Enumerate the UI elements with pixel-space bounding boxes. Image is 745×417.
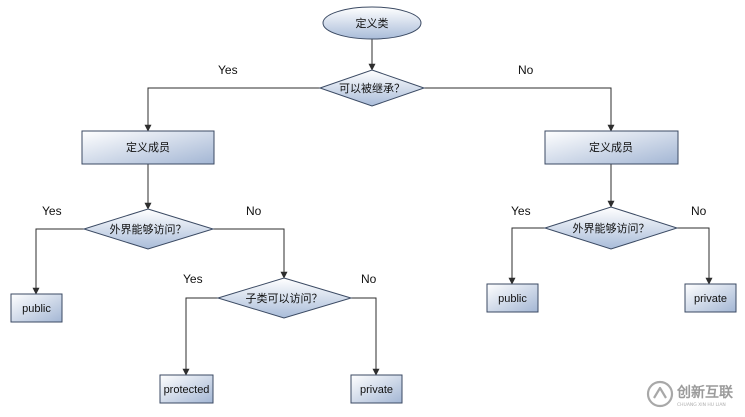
label-no-external-right: No bbox=[691, 204, 707, 218]
members-right-box bbox=[544, 130, 679, 165]
private-right-box bbox=[684, 283, 737, 313]
watermark-sub: CHUANG XIN HU LIAN bbox=[677, 402, 726, 408]
public-left-box bbox=[10, 293, 63, 323]
label-no-subclass: No bbox=[361, 272, 377, 286]
edge-external-left-yes bbox=[32, 228, 84, 295]
protected-box bbox=[159, 374, 214, 404]
public-right-label: public bbox=[498, 293, 527, 305]
public-right-box bbox=[486, 283, 539, 313]
members-right-label: 定义成员 bbox=[589, 140, 633, 154]
label-no-external-left: No bbox=[246, 204, 262, 218]
node-public-right: public bbox=[486, 283, 539, 313]
node-private-right: private bbox=[684, 283, 737, 313]
edge-subclass-yes bbox=[182, 297, 218, 376]
subclass-label: 子类可以访问？ bbox=[246, 291, 323, 305]
external-left-diamond bbox=[82, 208, 215, 250]
label-yes-external-left: Yes bbox=[42, 204, 62, 218]
members-left-box bbox=[81, 130, 215, 165]
external-right-label: 外界能够访问？ bbox=[573, 221, 650, 235]
external-right-diamond bbox=[543, 206, 679, 250]
edge-labels: Yes No Yes No Yes No Yes No bbox=[42, 63, 707, 286]
connectors bbox=[32, 39, 713, 376]
node-protected: protected bbox=[159, 374, 214, 404]
private-mid-label: private bbox=[360, 384, 393, 396]
label-yes-subclass: Yes bbox=[183, 272, 203, 286]
node-external-right: 外界能够访问？ bbox=[543, 206, 679, 250]
private-mid-box bbox=[350, 374, 403, 404]
start-label: 定义类 bbox=[356, 16, 389, 30]
edge-external-left-no bbox=[213, 228, 288, 279]
label-yes-external-right: Yes bbox=[511, 204, 531, 218]
watermark: 创新互联 CHUANG XIN HU LIAN bbox=[646, 380, 734, 408]
watermark-logo-icon bbox=[646, 380, 674, 408]
node-inheritable: 可以被继承？ bbox=[318, 69, 426, 107]
node-subclass: 子类可以访问？ bbox=[216, 277, 353, 319]
label-no-inheritable: No bbox=[518, 63, 534, 77]
node-external-left: 外界能够访问？ bbox=[82, 208, 215, 250]
private-right-label: private bbox=[694, 293, 727, 305]
inheritable-label: 可以被继承？ bbox=[339, 82, 405, 95]
protected-label: protected bbox=[164, 384, 210, 396]
subclass-diamond bbox=[216, 277, 353, 319]
label-yes-inheritable: Yes bbox=[218, 63, 238, 77]
node-private-mid: private bbox=[350, 374, 403, 404]
node-public-left: public bbox=[10, 293, 63, 323]
node-members-right: 定义成员 bbox=[544, 130, 679, 165]
edge-subclass-no bbox=[351, 297, 380, 376]
node-start: 定义类 bbox=[322, 6, 422, 40]
external-left-label: 外界能够访问？ bbox=[110, 222, 187, 236]
edge-inheritable-no bbox=[424, 87, 615, 132]
edge-external-right-yes bbox=[508, 227, 545, 285]
edge-inheritable-yes bbox=[144, 87, 320, 132]
node-members-left: 定义成员 bbox=[81, 130, 215, 165]
watermark-brand: 创新互联 bbox=[676, 384, 734, 401]
members-left-label: 定义成员 bbox=[126, 140, 170, 154]
start-ellipse bbox=[322, 6, 422, 40]
inheritable-diamond bbox=[318, 69, 426, 107]
public-left-label: public bbox=[22, 303, 51, 315]
edge-external-right-no bbox=[677, 227, 713, 285]
